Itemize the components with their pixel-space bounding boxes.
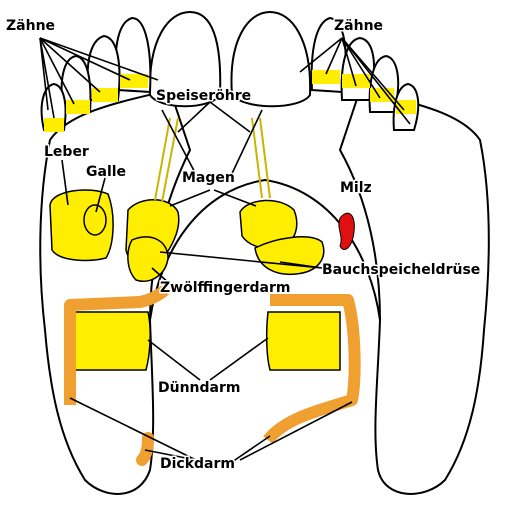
teeth-zone-l5 bbox=[44, 118, 64, 132]
label-galle: Galle bbox=[86, 164, 126, 180]
label-duenndarm: Dünndarm bbox=[158, 380, 240, 396]
label-leber: Leber bbox=[44, 144, 89, 160]
teeth-zone-l2 bbox=[120, 74, 148, 88]
small-intestine-right bbox=[267, 312, 340, 370]
teeth-zone-r5 bbox=[396, 100, 416, 114]
label-dickdarm: Dickdarm bbox=[160, 456, 235, 472]
colon-left-lower bbox=[142, 438, 148, 460]
gallbladder-zone bbox=[84, 205, 106, 235]
label-magen: Magen bbox=[182, 170, 235, 186]
teeth-zone-l4 bbox=[66, 100, 90, 114]
spleen-zone bbox=[339, 213, 354, 249]
label-zaehne-left: Zähne bbox=[6, 18, 55, 34]
teeth-zone-l3 bbox=[92, 88, 118, 102]
label-milz: Milz bbox=[340, 180, 372, 196]
small-intestine-left bbox=[72, 312, 150, 370]
right-foot-outline bbox=[340, 90, 489, 494]
label-bauchspeicheldruese: Bauchspeicheldrüse bbox=[322, 262, 480, 278]
label-zaehne-right: Zähne bbox=[334, 18, 383, 34]
label-zwoelffingerdarm: Zwölffingerdarm bbox=[160, 280, 290, 296]
label-speiseroehre: Speiseröhre bbox=[156, 88, 251, 104]
